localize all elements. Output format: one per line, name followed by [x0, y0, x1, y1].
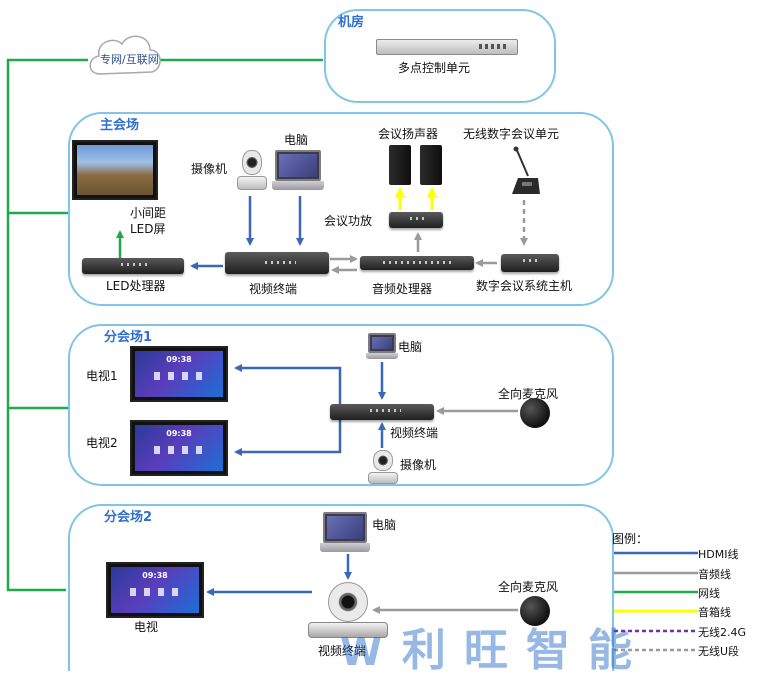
speaker-left-device [389, 145, 411, 185]
audio-processor-label: 音频处理器 [372, 282, 433, 296]
legend-item-network: 网线 [698, 587, 720, 600]
branch1-tv2-device: 09:38 [130, 420, 228, 476]
speaker-lines [395, 187, 437, 210]
panel-branch1 [68, 324, 614, 486]
main-computer-label: 电脑 [284, 133, 309, 147]
conference-host-device [501, 254, 559, 272]
mcu-device [376, 39, 518, 55]
branch2-computer-label: 电脑 [372, 518, 397, 532]
branch1-microphone-device [520, 398, 550, 428]
main-video-terminal-device [225, 252, 329, 274]
main-computer-device [272, 150, 324, 190]
legend-item-audio: 音频线 [698, 568, 731, 581]
main-video-terminal-label: 视频终端 [249, 282, 298, 296]
branch1-camera-device [368, 450, 398, 484]
branch2-tv-time: 09:38 [142, 571, 168, 580]
title-branch2: 分会场2 [104, 510, 153, 525]
legend-item-hdmi: HDMI线 [698, 548, 739, 561]
panel-main-venue [68, 112, 614, 306]
hdmi-lines-main [190, 196, 304, 270]
legend-title: 图例： [612, 532, 649, 546]
title-branch1: 分会场1 [104, 330, 153, 345]
branch2-tv-device: 09:38 [106, 562, 204, 618]
branch1-computer-label: 电脑 [398, 340, 423, 354]
led-processor-device [82, 258, 184, 274]
speaker-label: 会议扬声器 [378, 127, 439, 141]
branch2-video-terminal-label: 视频终端 [318, 644, 367, 658]
audio-processor-device [360, 256, 474, 270]
led-screen-label-line2: LED屏 [130, 222, 166, 236]
led-screen-device [72, 140, 158, 200]
branch1-lines [234, 362, 518, 456]
audio-lines-main [330, 200, 528, 274]
title-main-venue: 主会场 [100, 118, 140, 133]
branch2-microphone-label: 全向麦克风 [498, 580, 559, 594]
legend-item-speaker-line: 音箱线 [698, 606, 731, 619]
cloud-label: 专网/互联网 [100, 53, 159, 66]
panel-branch2 [68, 504, 614, 671]
wireless-unit-label: 无线数字会议单元 [463, 127, 560, 141]
panel-machine-room [324, 9, 556, 103]
branch2-microphone-device [520, 596, 550, 626]
speaker-right-device [420, 145, 442, 185]
branch1-video-terminal-label: 视频终端 [390, 426, 439, 440]
legend-lines [614, 551, 698, 652]
branch1-tv1-label: 电视1 [86, 369, 118, 383]
branch2-video-terminal-device [308, 582, 388, 640]
cloud-icon [89, 35, 161, 75]
branch2-tv-label: 电视 [134, 620, 159, 634]
branch1-tv1-time: 09:38 [166, 355, 192, 364]
amplifier-label: 会议功放 [324, 214, 373, 228]
amplifier-device [389, 212, 443, 228]
branch1-camera-label: 摄像机 [400, 458, 437, 472]
branch1-computer-device [366, 333, 398, 359]
conference-host-label: 数字会议系统主机 [476, 279, 573, 293]
led-screen-label-line1: 小间距 [130, 206, 167, 220]
watermark-text: 利旺智能 [401, 625, 650, 676]
legend-item-wireless-u: 无线U段 [698, 645, 740, 658]
branch1-tv2-time: 09:38 [166, 429, 192, 438]
network-lines [6, 58, 323, 592]
led-processor-label: LED处理器 [106, 279, 166, 293]
branch1-tv1-device: 09:38 [130, 346, 228, 402]
legend-item-wireless-2g4: 无线2.4G [698, 626, 747, 639]
title-machine-room: 机房 [338, 15, 365, 30]
branch1-video-terminal-device [330, 404, 434, 420]
branch2-lines [206, 554, 518, 614]
main-camera-device [237, 150, 267, 190]
wireless-mic-unit-icon [512, 146, 540, 194]
mcu-label: 多点控制单元 [398, 61, 471, 75]
branch1-microphone-label: 全向麦克风 [498, 387, 559, 401]
branch2-computer-device [320, 512, 370, 552]
main-camera-label: 摄像机 [191, 162, 228, 176]
branch1-tv2-label: 电视2 [86, 436, 118, 450]
